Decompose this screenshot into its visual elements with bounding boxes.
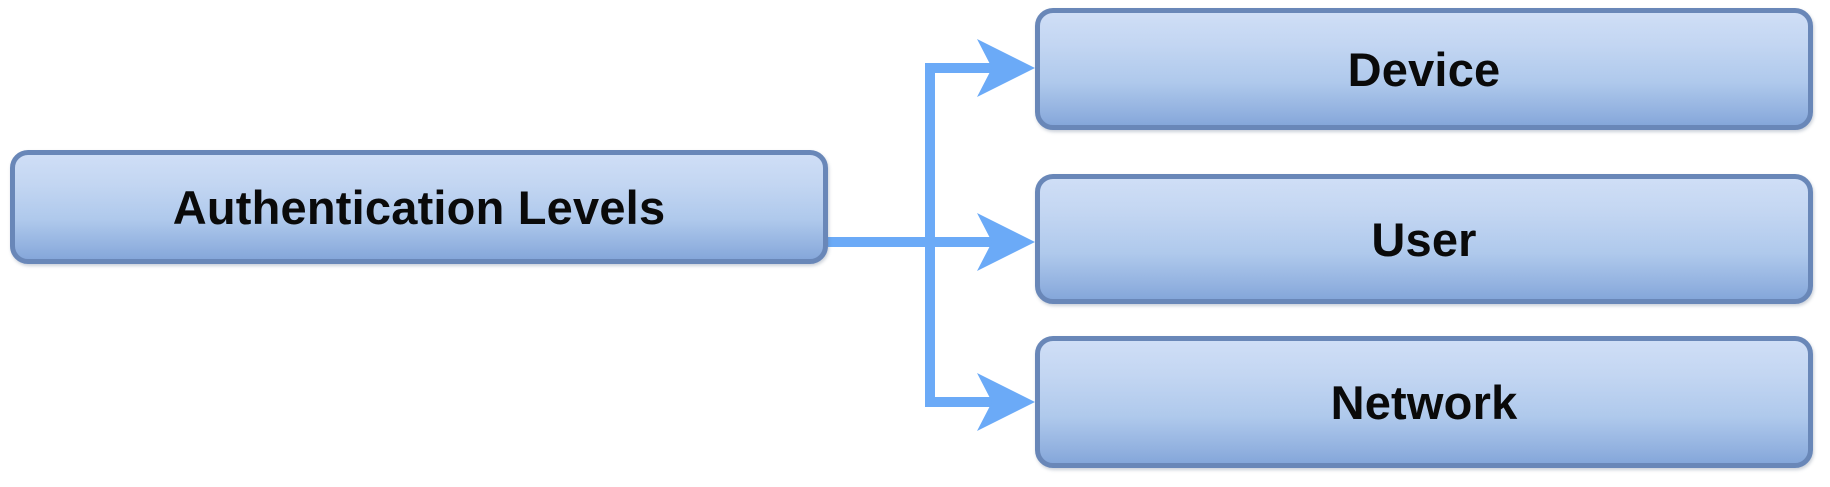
arrowhead-group bbox=[977, 39, 1035, 431]
arrowhead-user bbox=[977, 213, 1035, 271]
arrowhead-network bbox=[977, 373, 1035, 431]
node-label-device: Device bbox=[1347, 42, 1501, 96]
node-device[interactable]: Device bbox=[1035, 8, 1813, 130]
node-authentication-levels[interactable]: Authentication Levels bbox=[10, 150, 828, 264]
edge-group bbox=[828, 63, 1000, 407]
node-label-user: User bbox=[1371, 212, 1477, 266]
arrowhead-device bbox=[977, 39, 1035, 97]
node-network[interactable]: Network bbox=[1035, 336, 1813, 468]
node-label-network: Network bbox=[1330, 375, 1518, 429]
node-label-authentication-levels: Authentication Levels bbox=[172, 180, 666, 234]
node-user[interactable]: User bbox=[1035, 174, 1813, 304]
